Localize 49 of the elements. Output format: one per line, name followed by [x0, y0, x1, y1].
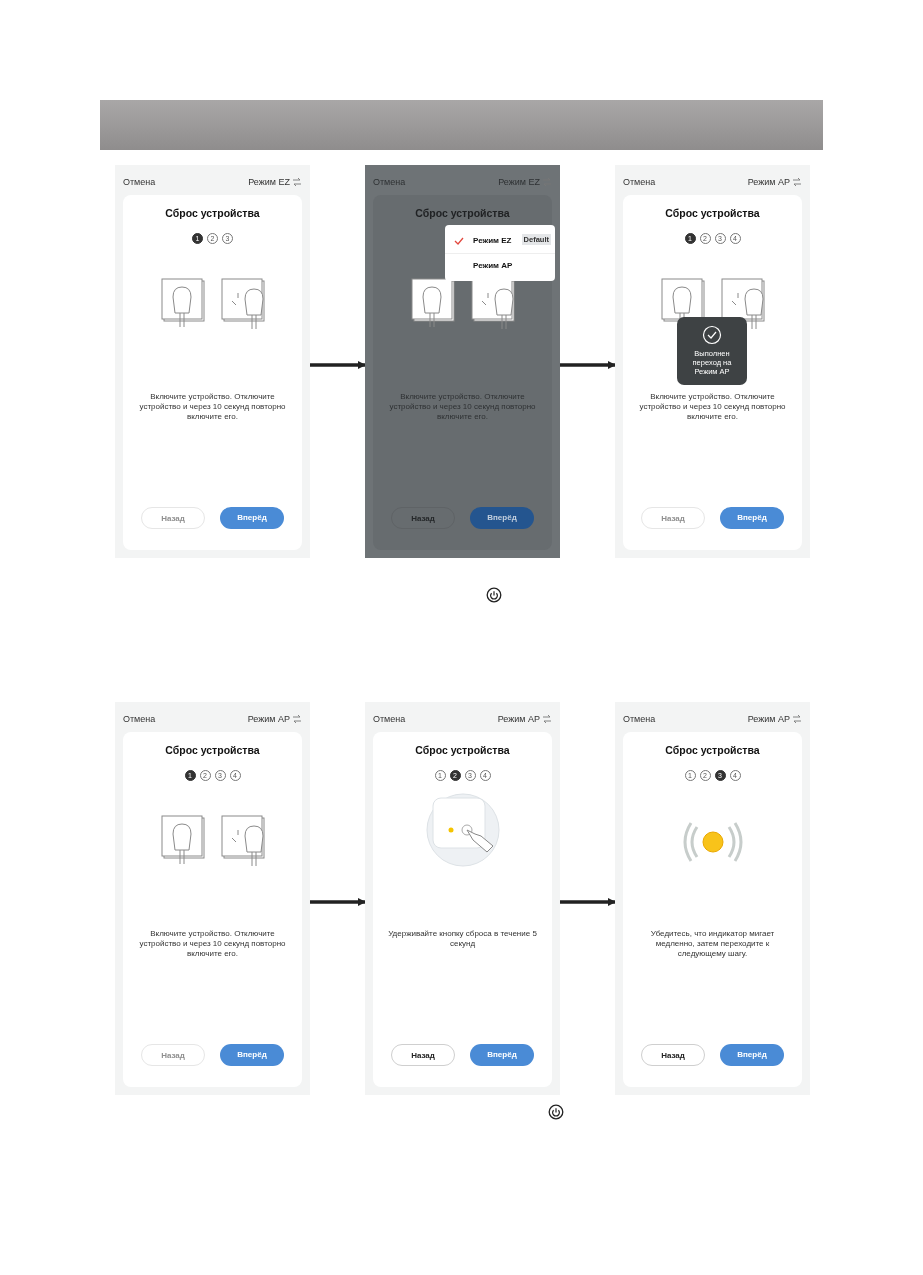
cancel-link: Отмена: [373, 177, 406, 187]
cancel-link: Отмена: [623, 714, 656, 724]
phone-screen: [615, 702, 810, 1095]
next-button: Вперёд: [220, 1044, 284, 1066]
next-button: Вперёд: [220, 507, 284, 529]
screen-title: Сброс устройства: [414, 207, 511, 219]
back-button: Назад: [641, 1044, 705, 1066]
toast-message: [677, 317, 747, 385]
instruction-text: Включите устройство. Отключите устройство и через 10 секунд повторно включите его.: [638, 392, 787, 422]
menu-option: Режим AP: [473, 261, 513, 270]
back-button: Назад: [391, 1044, 455, 1066]
instruction-text: Убедитесь, что индикатор мигает медленно, затем переходите к следующему шагу.: [649, 929, 776, 959]
next-button: Вперёд: [470, 1044, 534, 1066]
back-button: Назад: [141, 507, 205, 529]
instruction-text: Удерживайте кнопку сброса в течение 5 секунд: [387, 929, 538, 949]
mode-dropdown-menu: [445, 225, 555, 281]
back-button: Назад: [391, 507, 455, 529]
instruction-text: Включите устройство. Отключите устройство и через 10 секунд повторно включите его.: [138, 929, 287, 959]
mode-switch-link: Режим AP: [747, 714, 790, 724]
screen-title: Сброс устройства: [664, 744, 761, 756]
next-button: Вперёд: [720, 507, 784, 529]
phone-screen: [615, 165, 810, 558]
cancel-link: Отмена: [623, 177, 656, 187]
screen-title: Сброс устройства: [164, 744, 261, 756]
back-button: Назад: [141, 1044, 205, 1066]
screen-title: Сброс устройства: [664, 207, 761, 219]
phone-screen: [365, 702, 560, 1095]
instruction-text: Включите устройство. Отключите устройство и через 10 секунд повторно включите его.: [138, 392, 287, 422]
phone-screen: [365, 165, 560, 558]
cancel-link: Отмена: [123, 177, 156, 187]
phone-screen: [115, 702, 310, 1095]
menu-option: Режим EZ: [473, 236, 512, 245]
back-button: Назад: [641, 507, 705, 529]
mode-switch-link: Режим EZ: [498, 177, 540, 187]
next-button: Вперёд: [470, 507, 534, 529]
mode-switch-link: Режим AP: [497, 714, 540, 724]
arrow: [310, 898, 366, 906]
arrow: [560, 898, 616, 906]
mode-switch-link: Режим AP: [247, 714, 290, 724]
mode-switch-link: Режим EZ: [248, 177, 290, 187]
next-button: Вперёд: [720, 1044, 784, 1066]
arrow: [310, 361, 366, 369]
cancel-link: Отмена: [373, 714, 406, 724]
mode-switch-link: Режим AP: [747, 177, 790, 187]
cancel-link: Отмена: [123, 714, 156, 724]
arrow: [560, 361, 616, 369]
screen-title: Сброс устройства: [414, 744, 511, 756]
phone-screen: [115, 165, 310, 558]
screen-title: Сброс устройства: [164, 207, 261, 219]
